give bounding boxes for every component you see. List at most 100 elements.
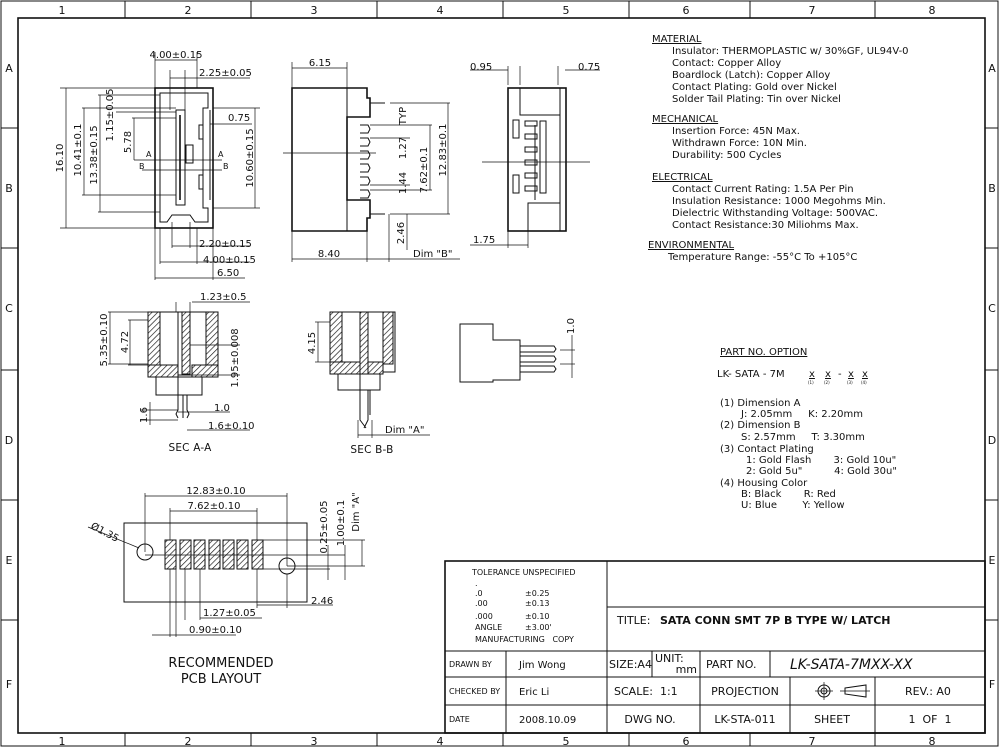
dim-1-27: 1.27 [398,137,409,159]
slot-index: (1) [808,380,814,385]
unit-value: mm [676,663,697,676]
checked-by-value: Eric Li [519,687,549,698]
section-marker-b-left: B [139,162,145,171]
part-option-line: (3) Contact Plating [720,444,814,455]
notes-environmental-heading: ENVIRONMENTAL [648,240,734,251]
dim-0-25: 0.25±0.05 [319,501,330,554]
dim-4-15: 4.15 [307,332,318,354]
top-view: 4.00±0.15 2.25±0.05 0.75 10.60±0.15 16.1… [55,50,260,280]
zone-row-c-right: C [988,302,996,315]
tolerance-value: ±0.13 [525,599,550,608]
section-a-a-label: SEC A-A [168,442,212,454]
notes-material-line: Solder Tail Plating: Tin over Nickel [672,94,841,105]
pad-row [164,539,264,570]
zone-col-2: 2 [185,4,192,17]
tolerance-value: ±0.25 [525,589,550,598]
date-label: DATE [449,715,470,724]
dim-2-46: 2.46 [396,222,407,244]
notes-material-line: Boardlock (Latch): Copper Alloy [672,70,830,81]
dim-height-10-60: 10.60±0.15 [245,128,256,187]
specification-notes: MATERIAL Insulator: THERMOPLASTIC w/ 30%… [648,34,909,263]
notes-electrical-line: Dielectric Withstanding Voltage: 500VAC. [672,208,878,219]
zone-col-3: 3 [311,4,318,17]
zone-row-d-right: D [988,434,996,447]
zone-row-d: D [5,434,13,447]
tolerance-key: .000 [475,612,493,621]
end-view: 0.95 0.75 1.75 [470,62,600,248]
zone-col-8: 8 [929,4,936,17]
zone-col-2-bottom: 2 [185,735,192,747]
notes-material-line: Contact: Copper Alloy [672,58,781,69]
section-marker-a-left: A [146,150,152,159]
section-a-a: 1.23±0.5 5.35±0.10 4.72 1.95±0.008 1.0 1… [99,292,255,454]
dim-1-27-pcb: 1.27±0.05 [203,608,256,619]
notes-electrical-line: Insulation Resistance: 1000 Megohms Min. [672,196,886,207]
part-option-line: (4) Housing Color [720,478,808,489]
dim-height-13-38: 13.38±0.15 [89,125,100,184]
sheet-value: 1 OF 1 [909,713,952,726]
notes-mechanical-line: Insertion Force: 45N Max. [672,126,800,137]
zone-col-8-bottom: 8 [929,735,936,747]
drawing-title: SATA CONN SMT 7P B TYPE W/ LATCH [660,614,891,627]
notes-electrical-line: Contact Current Rating: 1.5A Per Pin [672,184,854,195]
tolerance-heading: TOLERANCE UNSPECIFIED [471,568,576,577]
slot-index: (2) [824,380,830,385]
tolerance-value: ±0.10 [525,612,550,621]
zone-col-5-bottom: 5 [563,735,570,747]
sheet-size: SIZE:A4 [609,658,652,671]
zone-row-e-right: E [989,554,996,567]
zone-col-7: 7 [809,4,816,17]
side-view: 6.15 8.40 Dim "B" 2.46 1.44 1.27 TYP 7.6… [283,58,460,262]
part-no-label: PART NO. [706,658,756,671]
unit-label: UNIT: [655,652,684,665]
dim-0-75: 0.75 [228,113,250,124]
dim-a-label-pcb: Dim "A" [351,492,362,531]
part-option-code: LK- SATA - 7M [717,369,785,380]
zone-col-3-bottom: 3 [311,735,318,747]
tolerance-key: ANGLE [475,623,502,632]
dim-width-6-50: 6.50 [217,268,239,279]
tolerance-value: ±3.00' [525,623,552,632]
pcb-layout-title-line1: RECOMMENDED [168,656,273,671]
dim-height-16-10: 16.10 [55,144,66,173]
part-no-value: LK-SATA-7MXX-XX [790,657,913,673]
first-angle-projection-icon [815,682,870,700]
dim-7-62-pcb: 7.62±0.10 [188,501,241,512]
notes-mechanical-heading: MECHANICAL [652,114,719,125]
slot-index: (4) [861,380,867,385]
dim-1-15: 1.15±0.05 [105,89,116,142]
zone-col-6: 6 [683,4,690,17]
pcb-layout-title-line2: PCB LAYOUT [181,672,261,687]
dim-height-10-41: 10.41±0.1 [73,124,84,177]
tolerance-footer: MANUFACTURING COPY [475,635,574,644]
revision: REV.: A0 [905,685,951,698]
dim-a-label: Dim "A" [385,425,424,436]
dim-1-95: 1.95±0.008 [230,328,241,387]
part-option-line: 2: Gold 5u" 4: Gold 30u" [746,466,897,477]
title-block: TOLERANCE UNSPECIFIED . .0 ±0.25 .00 ±0.… [444,560,986,734]
dim-1-6: 1.6 [139,407,150,423]
dim-0-95: 0.95 [470,62,492,73]
part-option-slot-4: x [862,369,868,380]
dim-1-0: 1.0 [214,403,230,414]
tolerance-key: .00 [475,599,488,608]
zone-row-f: F [6,678,12,691]
dim-5-35: 5.35±0.10 [99,314,110,367]
section-b-b-label: SEC B-B [350,444,393,456]
dim-b-label: Dim "B" [413,249,452,260]
part-option-heading: PART NO. OPTION [720,347,807,358]
part-number-option: PART NO. OPTION LK- SATA - 7M x x - x x … [717,347,897,511]
dim-1-44: 1.44 [398,172,409,194]
section-b-b: 4.15 Dim "A" SEC B-B [307,311,430,456]
part-option-slot-1: x [809,369,815,380]
checked-by-label: CHECKED BY [449,687,500,696]
dim-12-83: 12.83±0.1 [438,124,449,177]
zone-row-a-right: A [988,62,996,75]
tolerance-key: . [475,579,478,588]
slot-index: (3) [847,380,853,385]
zone-row-b: B [5,182,13,195]
dim-1-75: 1.75 [473,235,495,246]
title-label: TITLE: [616,614,650,627]
part-option-line: (1) Dimension A [720,398,801,409]
dim-1-0-detail: 1.0 [566,318,577,334]
